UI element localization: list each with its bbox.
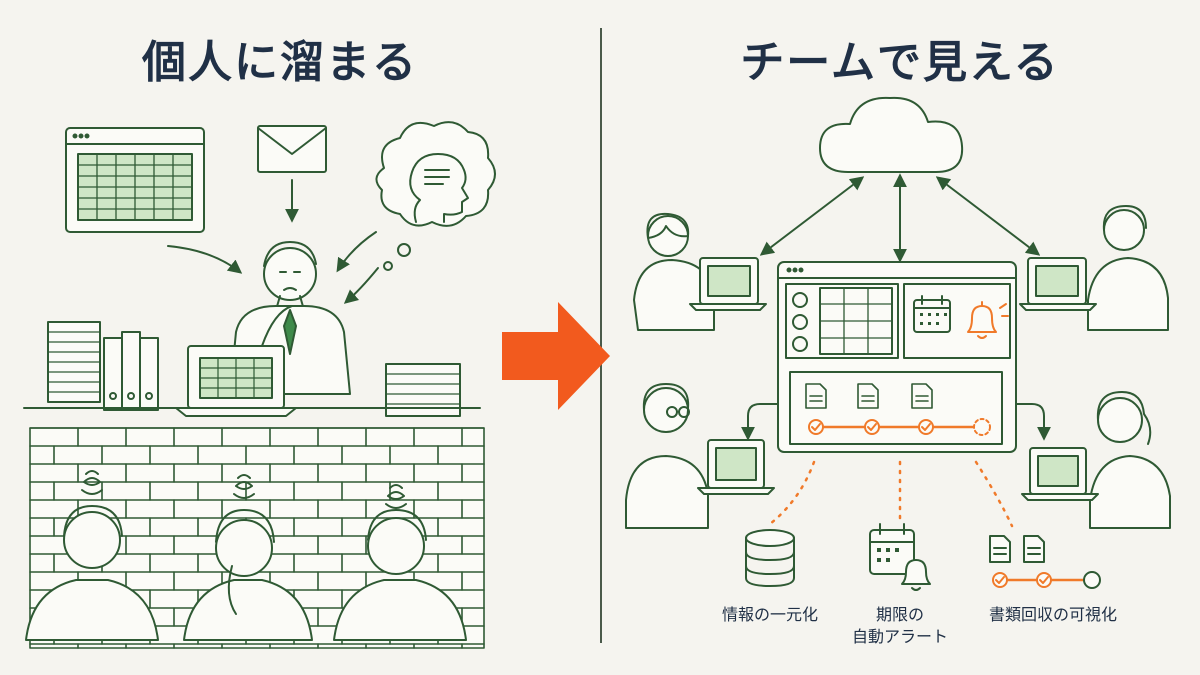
feature-2-line1: 期限の bbox=[875, 605, 924, 624]
feature-label-1: 情報の一元化 bbox=[700, 604, 840, 626]
bell-icon bbox=[967, 301, 1009, 339]
person-behind-wall-2 bbox=[183, 474, 313, 641]
thought-bubble-icon bbox=[375, 121, 496, 271]
calendar-bell-icon bbox=[869, 523, 931, 591]
feature-2-line2: 自動アラート bbox=[851, 627, 948, 646]
person-behind-wall-1 bbox=[25, 470, 159, 641]
feature-3-line1: 書類回収の可視化 bbox=[988, 605, 1117, 624]
worker-bottom-right bbox=[1021, 391, 1171, 529]
worker-top-left bbox=[633, 212, 767, 331]
shared-dashboard bbox=[777, 261, 1017, 453]
binders bbox=[103, 331, 159, 411]
left-title: 個人に溜まる bbox=[142, 37, 418, 88]
cloud-icon bbox=[819, 96, 964, 173]
laptop-left bbox=[175, 345, 297, 417]
worker-bottom-left bbox=[625, 383, 775, 529]
paper-stack-left bbox=[47, 321, 101, 403]
person-behind-wall-3 bbox=[333, 484, 467, 641]
calendar-icon bbox=[913, 295, 951, 333]
feature-label-2: 期限の 自動アラート bbox=[830, 604, 970, 648]
worker-top-right bbox=[1019, 205, 1169, 331]
feature-1-line1: 情報の一元化 bbox=[721, 605, 818, 624]
spreadsheet-icon bbox=[65, 127, 205, 233]
envelope-icon bbox=[257, 125, 327, 223]
database-icon bbox=[745, 529, 795, 587]
feature-label-3: 書類回収の可視化 bbox=[968, 604, 1138, 626]
center-divider bbox=[600, 28, 602, 643]
right-arrow-icon bbox=[502, 302, 610, 410]
right-title: チームで見える bbox=[740, 37, 1060, 88]
documents-progress-icon bbox=[805, 383, 991, 436]
documents-progress-small-icon bbox=[989, 535, 1101, 589]
